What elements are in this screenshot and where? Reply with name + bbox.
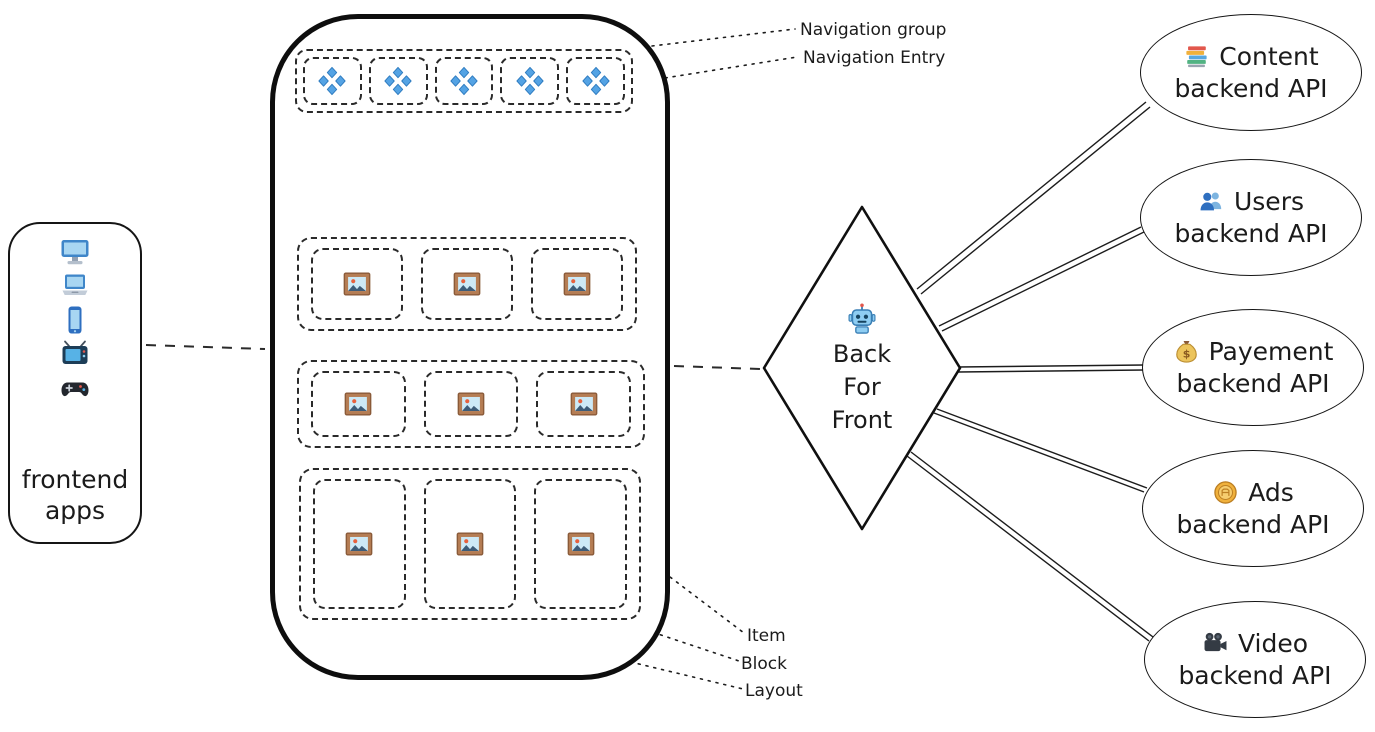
backend-sub: backend API xyxy=(1176,510,1330,539)
item xyxy=(423,371,519,437)
block xyxy=(297,360,645,448)
bff-content: Back For Front xyxy=(831,301,893,436)
item xyxy=(536,371,632,437)
item xyxy=(421,248,513,320)
backend-title-row: Video xyxy=(1202,629,1308,658)
annotation-navigation-entry: Navigation Entry xyxy=(803,48,946,68)
picture-icon xyxy=(566,529,596,559)
backend-title-row: Users xyxy=(1198,187,1304,216)
picture-icon xyxy=(344,529,374,559)
backend-name: Ads xyxy=(1248,478,1294,507)
item xyxy=(534,479,628,609)
users-icon xyxy=(1198,188,1225,215)
backend-title-row: Content xyxy=(1183,42,1319,71)
moneybag-icon xyxy=(1173,338,1200,365)
backend-title-row: Payement xyxy=(1173,337,1334,366)
backend-sub: backend API xyxy=(1174,219,1328,248)
block xyxy=(297,237,637,331)
item xyxy=(313,479,406,609)
robot-icon xyxy=(844,301,880,337)
picture-icon xyxy=(342,269,372,299)
diamonds-icon xyxy=(581,66,611,96)
annotation-navigation-group: Navigation group xyxy=(800,20,947,40)
item xyxy=(423,479,517,609)
picture-icon xyxy=(452,269,482,299)
item xyxy=(531,248,623,320)
smartphone-icon xyxy=(59,304,91,336)
navigation-entry xyxy=(368,57,428,105)
backend-node-ads: Ads backend API xyxy=(1142,450,1364,567)
frontend-layout-node xyxy=(270,14,670,680)
bff-label-line: Back xyxy=(832,339,892,368)
item xyxy=(311,248,403,320)
backend-sub: backend API xyxy=(1174,74,1328,103)
tv-icon xyxy=(59,338,91,370)
books-icon xyxy=(1183,43,1210,70)
navigation-entry xyxy=(500,57,560,105)
desktop-icon xyxy=(59,236,91,268)
annotation-layout: Layout xyxy=(745,681,803,701)
device-icon-list xyxy=(59,236,91,404)
gamepad-icon xyxy=(59,372,91,404)
navigation-entry xyxy=(566,57,625,105)
backend-name: Content xyxy=(1219,42,1319,71)
coin-icon xyxy=(1212,479,1239,506)
backend-sub: backend API xyxy=(1176,369,1330,398)
annotation-item: Item xyxy=(747,626,786,646)
backend-node-payment: Payement backend API xyxy=(1142,309,1364,426)
laptop-icon xyxy=(59,270,91,302)
annotation-block: Block xyxy=(741,654,787,674)
bff-label-line: Front xyxy=(831,405,893,434)
backend-name: Payement xyxy=(1208,337,1334,366)
diamonds-icon xyxy=(515,66,545,96)
block xyxy=(299,468,641,620)
backend-sub: backend API xyxy=(1178,661,1332,690)
backend-title-row: Ads xyxy=(1212,478,1294,507)
picture-icon xyxy=(455,529,485,559)
frontend-apps-label: frontend apps xyxy=(21,464,129,525)
frontend-apps-node: frontend apps xyxy=(8,222,142,544)
backend-name: Users xyxy=(1233,187,1304,216)
diamonds-icon xyxy=(449,66,479,96)
picture-icon xyxy=(569,389,599,419)
backend-node-content: Content backend API xyxy=(1140,14,1362,131)
navigation-group xyxy=(295,49,633,113)
picture-icon xyxy=(562,269,592,299)
item xyxy=(311,371,406,437)
bff-label-line: For xyxy=(843,372,881,401)
diamond-shape xyxy=(762,205,962,531)
picture-icon xyxy=(456,389,486,419)
navigation-entry xyxy=(434,57,494,105)
bff-node: Back For Front xyxy=(762,205,962,531)
picture-icon xyxy=(343,389,373,419)
diamonds-icon xyxy=(317,66,347,96)
navigation-entry xyxy=(303,57,362,105)
backend-node-video: Video backend API xyxy=(1144,601,1366,718)
backend-node-users: Users backend API xyxy=(1140,159,1362,276)
backend-name: Video xyxy=(1237,629,1309,658)
video-camera-icon xyxy=(1202,630,1229,657)
diamonds-icon xyxy=(383,66,413,96)
